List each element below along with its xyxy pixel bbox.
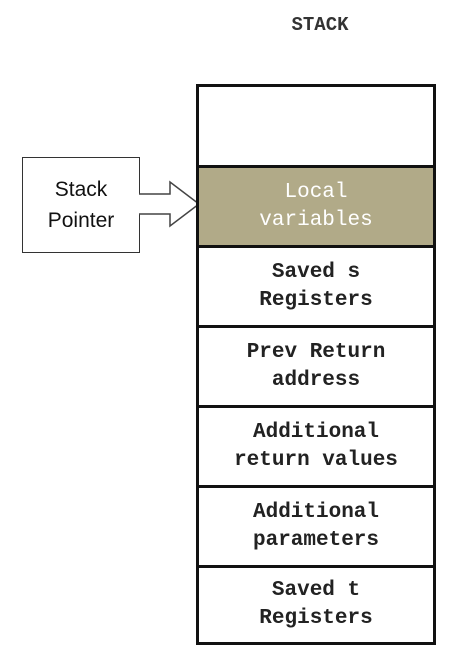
stack-pointer-arrow xyxy=(139,180,201,228)
stack-cell-line2: variables xyxy=(259,208,373,232)
stack-cell-empty-top xyxy=(199,87,433,168)
stack-cell-line2: return values xyxy=(234,448,398,472)
stack-cell-additional-return-values: Additional return values xyxy=(199,408,433,488)
stack-cell-line1: Local xyxy=(284,180,348,204)
stack-cell-saved-t-registers: Saved t Registers xyxy=(199,568,433,642)
stack-column: Local variables Saved s Registers Prev R… xyxy=(196,84,436,645)
stack-pointer-label-line2: Pointer xyxy=(47,209,115,232)
diagram-title: STACK xyxy=(291,14,349,36)
stack-cell-line1: Additional xyxy=(252,420,380,444)
stack-cell-line2: Registers xyxy=(259,607,373,630)
stack-cell-local-variables: Local variables xyxy=(199,168,433,248)
stack-cell-additional-parameters: Additional parameters xyxy=(199,488,433,568)
stack-cell-line1: Saved t xyxy=(271,579,361,602)
stack-pointer-label-line1: Stack xyxy=(54,178,108,201)
stack-cell-line2: address xyxy=(271,368,361,392)
stack-pointer-label-box: Stack Pointer xyxy=(22,157,140,253)
stack-cell-line2: Registers xyxy=(259,288,373,312)
stack-cell-prev-return-address: Prev Return address xyxy=(199,328,433,408)
stack-cell-line1: Prev Return xyxy=(246,340,386,364)
stack-cell-saved-s-registers: Saved s Registers xyxy=(199,248,433,328)
stack-cell-line1: Additional xyxy=(252,500,380,524)
stack-cell-line2: parameters xyxy=(252,528,380,552)
stack-cell-line1: Saved s xyxy=(271,260,361,284)
